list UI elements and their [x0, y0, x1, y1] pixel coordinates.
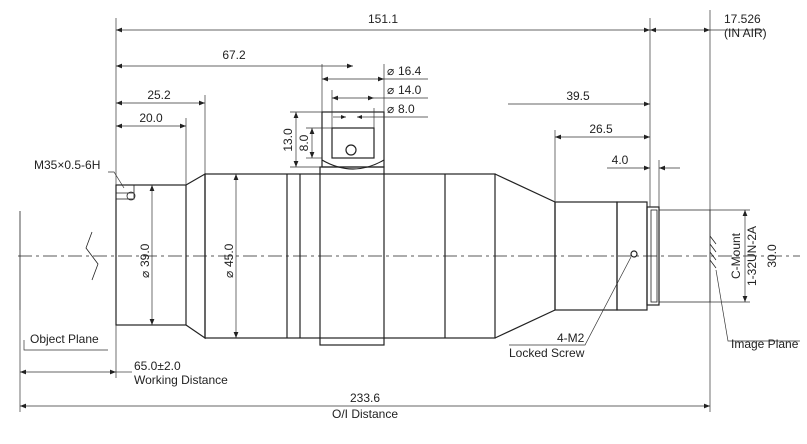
focus-knob — [321, 111, 385, 170]
dimension-labels: 151.1 17.526 (IN AIR) 67.2 25.2 20.0 ⌀ 1… — [30, 12, 799, 421]
label-mount-dia: 30.0 — [765, 244, 779, 268]
label-dia-knob-outer: 16.4 — [398, 64, 422, 78]
main-body — [204, 173, 496, 339]
knob-screw-icon — [345, 144, 357, 156]
dia-knob-outer-label: ⌀ 16.4 — [387, 64, 422, 78]
label-image-plane: Image Plane — [731, 337, 799, 351]
label-rear-taper: 26.5 — [589, 122, 613, 136]
label-in-air: (IN AIR) — [724, 26, 767, 40]
diameter-symbol: ⌀ — [138, 271, 152, 278]
label-knob-position: 67.2 — [222, 48, 246, 62]
leader-lines — [23, 171, 800, 351]
label-front-thread-spec: M35×0.5-6H — [34, 158, 100, 172]
label-mount-step: 4.0 — [612, 153, 629, 167]
label-dia-knob-mid: 14.0 — [398, 83, 422, 97]
diameter-symbol: ⌀ — [387, 102, 394, 116]
dia-body-label: ⌀ 45.0 — [222, 243, 236, 278]
label-object-plane: Object Plane — [30, 332, 99, 346]
label-working-distance: Working Distance — [134, 373, 228, 387]
dia-knob-mid-label: ⌀ 14.0 — [387, 83, 422, 97]
label-oi-distance: O/I Distance — [332, 407, 398, 421]
label-dia-front: 39.0 — [138, 243, 152, 267]
label-dia-knob-inner: 8.0 — [398, 102, 415, 116]
object-break-symbol — [85, 231, 99, 281]
dia-knob-inner-label: ⌀ 8.0 — [387, 102, 415, 116]
label-total-length: 151.1 — [368, 12, 398, 26]
label-screw: Locked Screw — [509, 346, 585, 360]
dimension-lines — [20, 27, 765, 409]
label-screw-spec: 4-M2 — [557, 331, 585, 345]
label-working-distance-value: 65.0±2.0 — [134, 359, 181, 373]
front-thread-section — [115, 184, 135, 200]
label-knob-height-inner: 8.0 — [297, 134, 311, 151]
diameter-symbol: ⌀ — [222, 271, 236, 278]
diameter-symbol: ⌀ — [387, 83, 394, 97]
label-dia-body: 45.0 — [222, 243, 236, 267]
label-mount-thread: 1-32UN-2A — [745, 226, 759, 286]
label-front-thread: 20.0 — [139, 111, 163, 125]
front-set-screw — [126, 191, 136, 201]
c-mount-thread — [646, 206, 660, 306]
label-oi-distance-value: 233.6 — [350, 391, 380, 405]
label-flange-back: 17.526 — [724, 12, 761, 26]
label-rear-length: 39.5 — [566, 89, 590, 103]
extension-lines — [115, 18, 750, 378]
lens-body — [115, 166, 711, 346]
label-front-length: 25.2 — [147, 88, 171, 102]
diameter-symbol: ⌀ — [387, 64, 394, 78]
dia-front-label: ⌀ 39.0 — [138, 243, 152, 278]
locked-screw-icon — [630, 250, 638, 258]
label-mount-name: C-Mount — [729, 232, 743, 279]
label-knob-height-outer: 13.0 — [281, 128, 295, 152]
